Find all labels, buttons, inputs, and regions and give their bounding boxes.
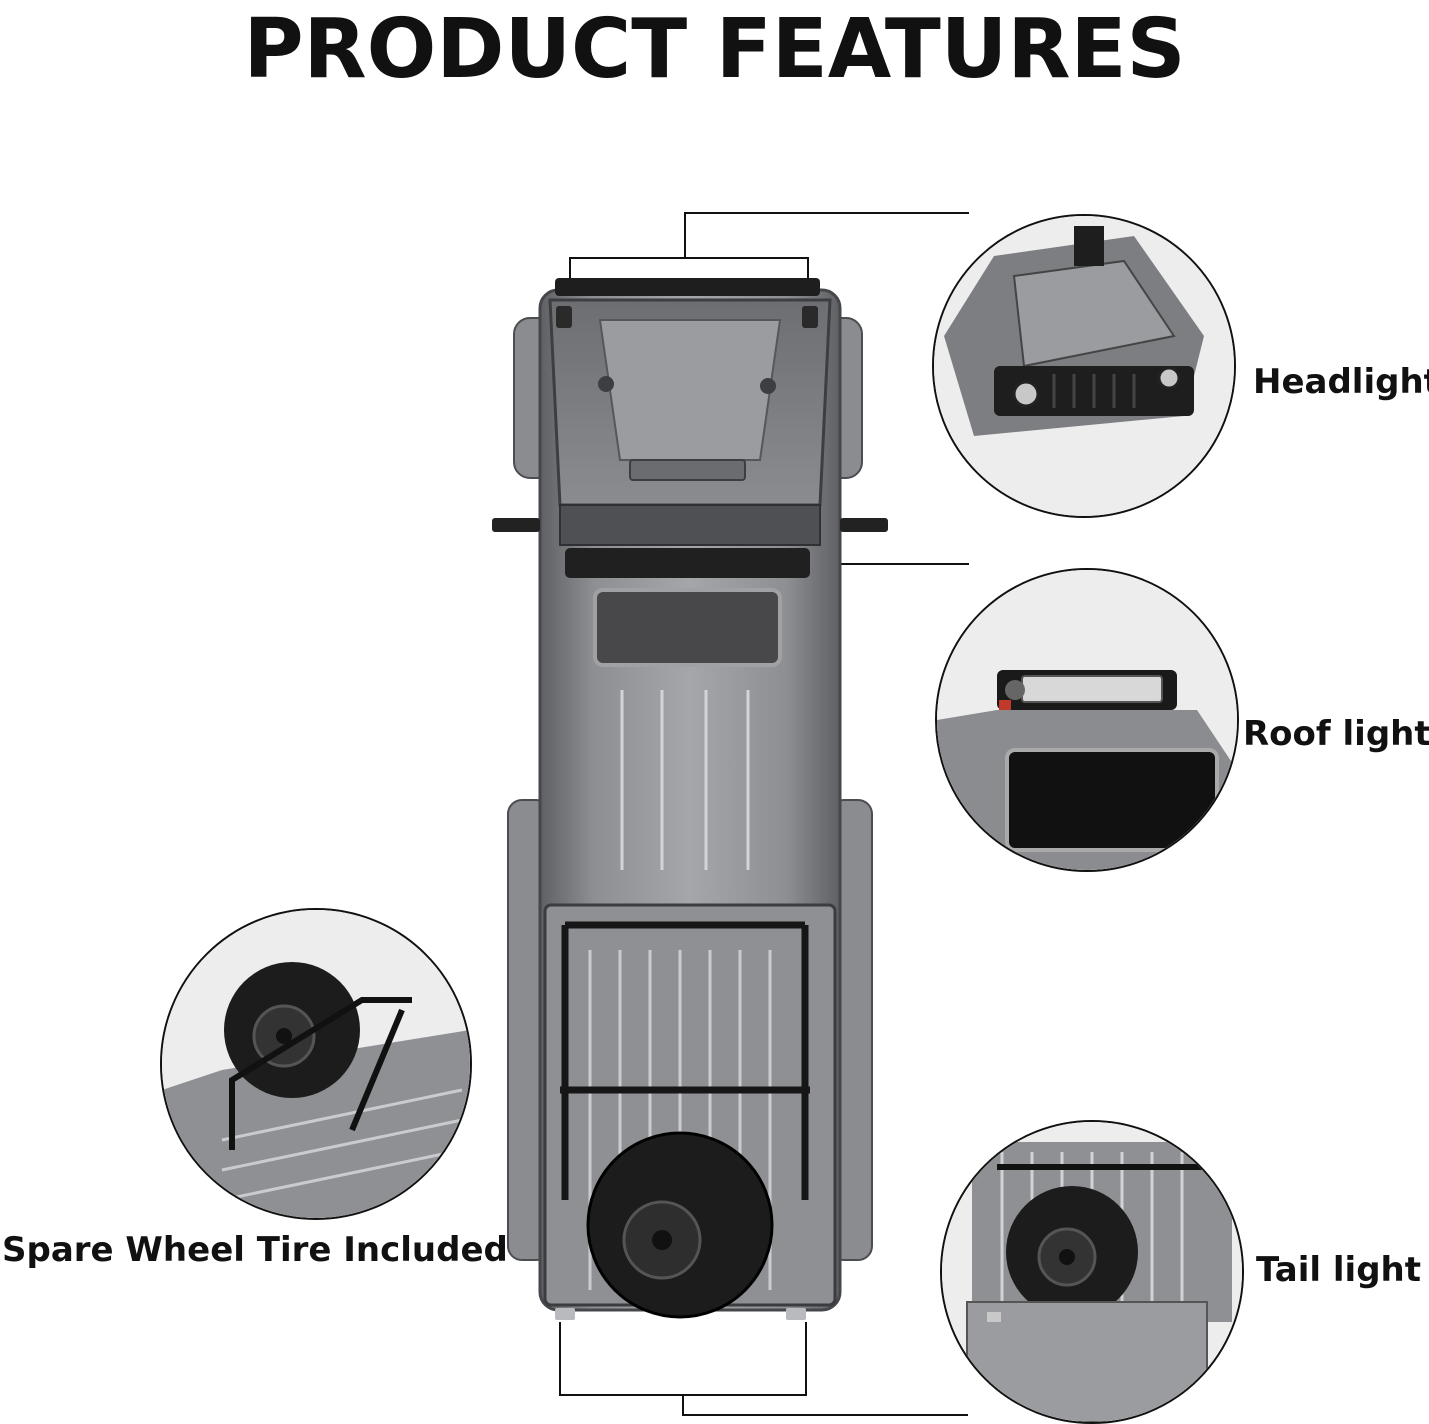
hood-bulge bbox=[598, 319, 782, 461]
tail-light-line-drop bbox=[682, 1394, 684, 1416]
tail-light-right bbox=[786, 1308, 806, 1320]
tail-light-left bbox=[555, 1308, 575, 1320]
roof-light-bar bbox=[565, 548, 810, 578]
spare-wheel-detail-circle bbox=[160, 908, 472, 1220]
tail-light-detail-image bbox=[942, 1122, 1242, 1422]
page-title: PRODUCT FEATURES bbox=[243, 2, 1186, 97]
headlight-label: Headlight bbox=[1253, 362, 1429, 402]
hood-bolt-left bbox=[598, 376, 614, 392]
mirror-right bbox=[840, 518, 888, 532]
headlight-detail-circle bbox=[932, 214, 1236, 518]
tail-light-line-bottom bbox=[682, 1414, 968, 1416]
headlight-detail-image bbox=[934, 216, 1234, 516]
headlight-line-top bbox=[684, 212, 969, 214]
headlight-left bbox=[556, 306, 572, 328]
tail-light-bracket-left bbox=[559, 1322, 561, 1396]
tail-light-label: Tail light bbox=[1256, 1250, 1422, 1290]
hood-bolt-right bbox=[760, 378, 776, 394]
headlight-right bbox=[802, 306, 818, 328]
roof-light-detail-image bbox=[937, 570, 1237, 870]
front-bumper bbox=[555, 278, 820, 296]
spare-tire-hub bbox=[652, 1230, 672, 1250]
hood-vent bbox=[629, 459, 746, 481]
headlight-bracket-top bbox=[569, 257, 809, 259]
spare-wheel-detail-image bbox=[162, 910, 470, 1218]
mirror-left bbox=[492, 518, 540, 532]
roll-bar bbox=[560, 921, 810, 1200]
tail-light-detail-circle bbox=[940, 1120, 1244, 1424]
roof-light-label: Roof light bbox=[1243, 714, 1429, 754]
sunroof bbox=[593, 588, 782, 667]
spare-wheel-label: Spare Wheel Tire Included bbox=[2, 1230, 508, 1270]
headlight-line-drop bbox=[684, 212, 686, 258]
windshield bbox=[559, 504, 821, 546]
roof-ridges bbox=[620, 690, 750, 870]
tail-light-bracket-right bbox=[805, 1322, 807, 1396]
roof-light-detail-circle bbox=[935, 568, 1239, 872]
